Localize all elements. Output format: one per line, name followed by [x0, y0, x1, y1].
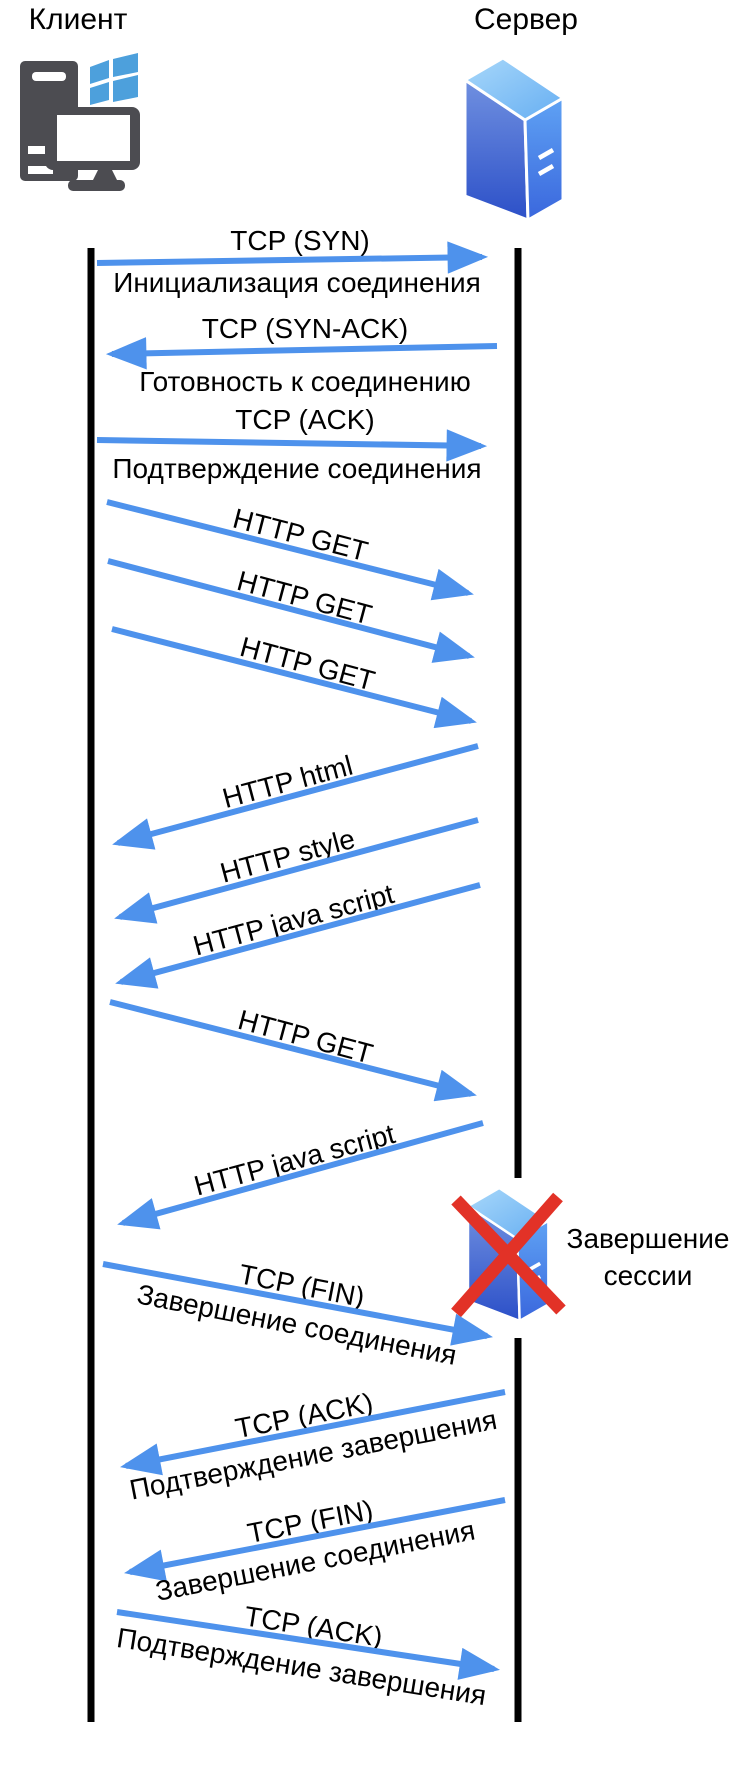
client-computer-icon [20, 53, 140, 191]
windows-logo-icon [90, 53, 138, 105]
arrow-left [115, 882, 481, 989]
message-label: TCP (SYN-ACK) [202, 313, 408, 344]
arrow-right [111, 626, 477, 729]
message-sublabel: Подтверждение соединения [112, 453, 481, 484]
message-label: HTTP java script [191, 1118, 399, 1201]
arrow-left [124, 1497, 506, 1582]
arrow-right [96, 429, 488, 462]
arrow-right [109, 999, 477, 1102]
session-end-note-line1: Завершение [567, 1223, 730, 1254]
message-tcp-fin-1: TCP (FIN) Завершение соединения [102, 1258, 493, 1371]
message-tcp-syn: TCP (SYN) Инициализация соединения [96, 225, 489, 298]
message-tcp-syn-ack: TCP (SYN-ACK) Готовность к соединению [105, 313, 498, 397]
message-http-html: HTTP html [112, 743, 479, 850]
arrow-left [117, 1120, 484, 1230]
arrow-left [120, 1389, 506, 1476]
message-tcp-fin-2: TCP (FIN) Завершение соединения [124, 1494, 506, 1607]
server-tower-icon [465, 58, 563, 220]
message-label: TCP (ACK) [235, 404, 375, 435]
message-label: HTTP GET [230, 503, 371, 568]
arrow-left [112, 743, 479, 850]
message-http-get-4: HTTP GET [109, 999, 477, 1102]
arrow-right [96, 241, 489, 274]
session-end-note-line2: сессии [604, 1260, 693, 1291]
message-label: TCP (SYN) [230, 225, 370, 256]
message-http-javascript-2: HTTP java script [117, 1118, 484, 1230]
client-actor-label: Клиент [29, 3, 128, 36]
arrow-right [116, 1609, 501, 1680]
arrow-left [114, 817, 479, 924]
arrow-right [102, 1261, 493, 1346]
arrow-right [106, 499, 474, 601]
message-tcp-ack: TCP (ACK) Подтверждение соединения [96, 404, 488, 484]
crossed-out-server-icon [451, 1186, 566, 1323]
red-x-icon [451, 1192, 566, 1318]
message-sublabel: Готовность к соединению [139, 366, 470, 397]
message-sublabel: Инициализация соединения [113, 267, 481, 298]
message-http-javascript-1: HTTP java script [115, 878, 481, 989]
arrow-left [105, 337, 498, 370]
server-actor-label: Сервер [474, 3, 578, 36]
message-tcp-ack-2: TCP (ACK) Подтверждение завершения [120, 1387, 506, 1506]
arrow-right [107, 558, 475, 663]
message-tcp-ack-3: TCP (ACK) Подтверждение завершения [115, 1600, 501, 1711]
